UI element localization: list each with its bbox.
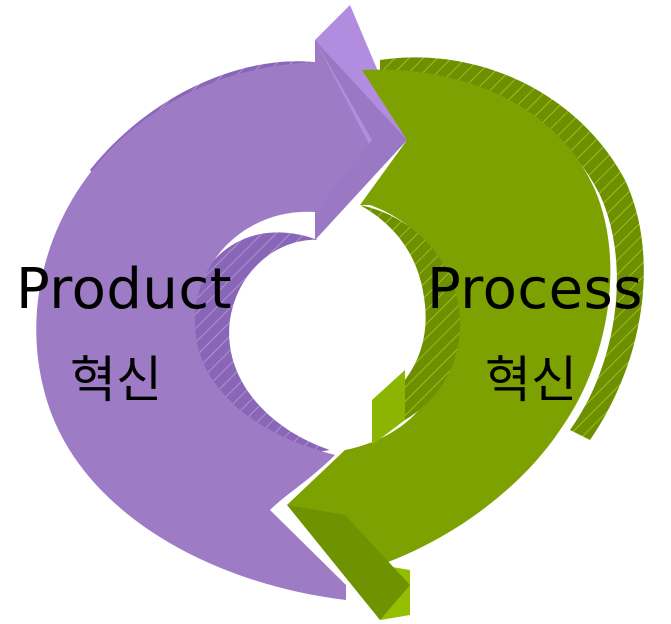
- product-title: Product: [16, 257, 233, 322]
- process-arrow-rim: [380, 57, 644, 441]
- process-title: Process: [427, 257, 643, 322]
- process-arrowhead-tip: [287, 505, 410, 620]
- process-arrow: [287, 69, 611, 590]
- product-arrow: [36, 40, 408, 600]
- product-arrowhead-face: [315, 40, 407, 240]
- process-arrow-depth: [360, 205, 461, 420]
- process-arrow-notch: [372, 370, 405, 445]
- product-subtitle: 혁신: [70, 351, 162, 409]
- process-subtitle: 혁신: [485, 351, 577, 409]
